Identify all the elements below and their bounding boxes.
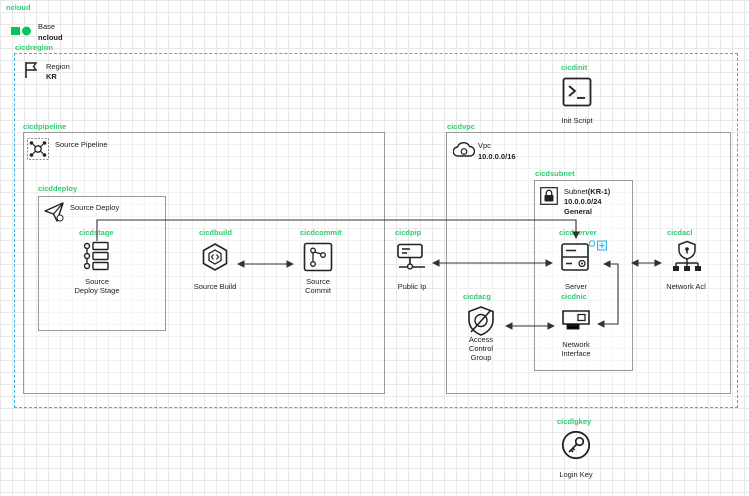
- vpc-cidr: 10.0.0.0/16: [478, 152, 516, 161]
- connector-server-nic: [597, 260, 619, 328]
- region-tag: cicdregion: [15, 43, 53, 52]
- region-value: KR: [46, 72, 57, 81]
- server-label: Server: [564, 282, 588, 291]
- acl-tag: cicdacl: [667, 228, 693, 237]
- lock-icon: [540, 187, 558, 205]
- login-key-icon: [561, 430, 591, 460]
- deploy-stage-icon: [83, 241, 109, 271]
- flag-icon: [25, 62, 38, 78]
- ncloud-tag: ncloud: [6, 3, 31, 12]
- pip-tag: cicdpip: [395, 228, 422, 237]
- subnet-zone: (KR-1): [587, 187, 611, 196]
- source-build-icon: [202, 243, 228, 271]
- acg-label-line3: Group: [470, 353, 492, 362]
- acl-label: Network Acl: [666, 282, 706, 291]
- region-boundary: [14, 53, 738, 408]
- pipeline-tag: cicdpipeline: [23, 122, 67, 131]
- init-label: Init Script: [561, 116, 593, 125]
- subnet-container: [534, 180, 633, 371]
- pipeline-label: Source Pipeline: [55, 140, 108, 149]
- subnet-cidr: 10.0.0.0/24: [564, 197, 602, 206]
- vpc-tag: cicdvpc: [447, 122, 475, 131]
- stage-tag: cicdstage: [79, 228, 114, 237]
- vpc-cloud-icon: [453, 142, 475, 157]
- commit-tag: cicdcommit: [300, 228, 342, 237]
- commit-label-line1: Source: [306, 277, 330, 286]
- region-title: Region: [46, 62, 70, 71]
- pip-label: Public Ip: [397, 282, 427, 291]
- stage-label-line1: Source: [85, 277, 109, 286]
- deploy-tag: cicddeploy: [38, 184, 78, 193]
- loginkey-label: Login Key: [559, 470, 593, 479]
- nic-label-line2: Interface: [561, 349, 591, 358]
- pipeline-icon: [27, 138, 49, 160]
- loginkey-tag: cicdlgkey: [557, 417, 592, 426]
- acg-label-line2: Control: [468, 344, 494, 353]
- network-interface-icon: [562, 310, 590, 330]
- base-title: Base: [38, 22, 56, 31]
- network-acl-icon: [673, 240, 701, 271]
- nic-tag: cicdnic: [561, 292, 587, 301]
- source-commit-icon: [303, 242, 333, 272]
- send-icon: [44, 202, 64, 222]
- vpc-title: Vpc: [478, 141, 491, 150]
- terminal-icon: [562, 77, 592, 107]
- base-value: ncloud: [38, 33, 63, 42]
- init-tag: cicdinit: [561, 63, 588, 72]
- ncloud-logo-icon: [11, 26, 31, 36]
- public-ip-icon: [397, 243, 425, 270]
- nic-label-line1: Network: [562, 340, 590, 349]
- connector-stage-server: [96, 219, 580, 241]
- access-control-group-icon: [468, 306, 494, 336]
- build-label: Source Build: [193, 282, 237, 291]
- acg-tag: cicdacg: [463, 292, 491, 301]
- subnet-tag: cicdsubnet: [535, 169, 575, 178]
- deploy-label: Source Deploy: [70, 203, 120, 212]
- acg-label-line1: Access: [468, 335, 494, 344]
- subnet-type: General: [564, 207, 592, 216]
- stage-label-line2: Deploy Stage: [74, 286, 120, 295]
- subnet-title: Subnet(KR-1): [564, 187, 611, 196]
- build-tag: cicdbuild: [199, 228, 232, 237]
- server-icon: [561, 240, 607, 271]
- commit-label-line2: Commit: [305, 286, 331, 295]
